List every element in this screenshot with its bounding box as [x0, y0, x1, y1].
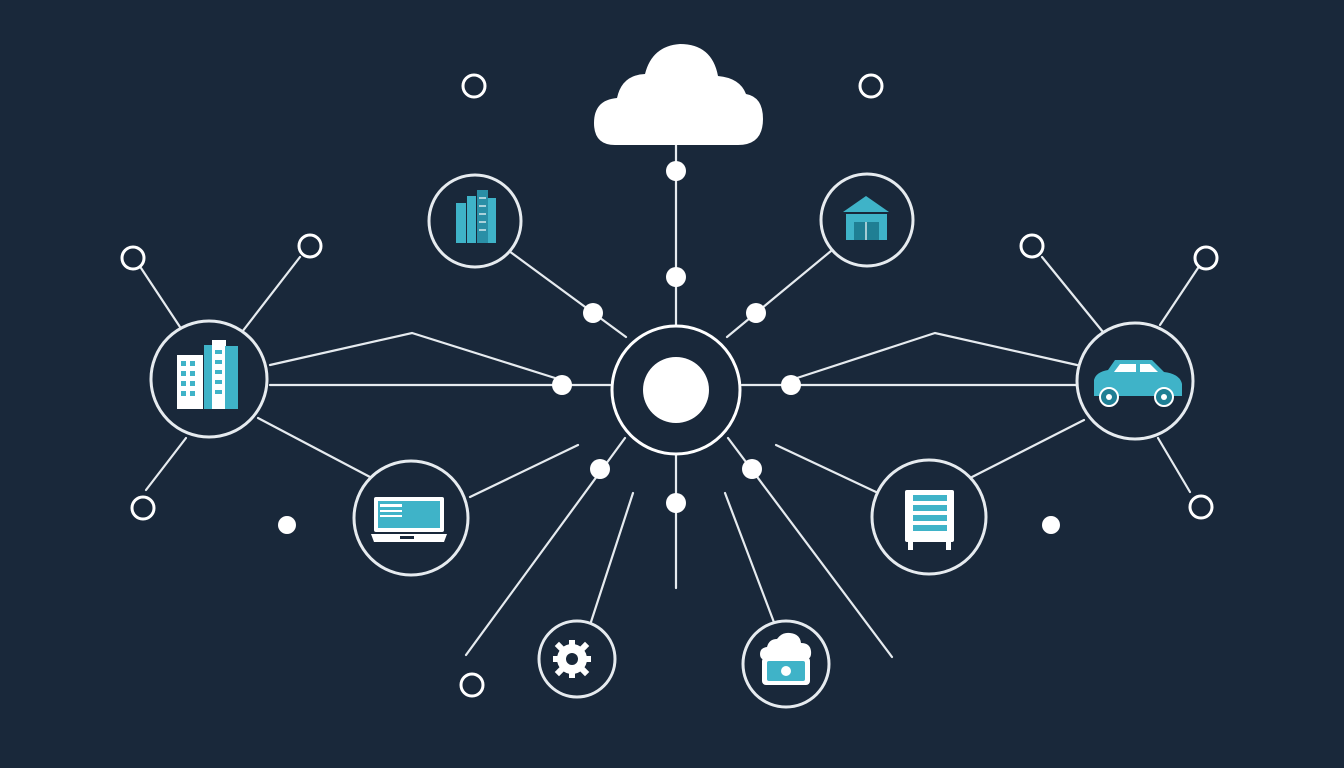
node-warehouse: [819, 172, 915, 268]
junction-dot: [666, 161, 686, 181]
ring-node: [459, 672, 485, 698]
connector-line: [774, 443, 878, 494]
connector-line: [468, 443, 580, 499]
ring-node: [130, 495, 156, 521]
connector-line: [1040, 255, 1105, 334]
connector-line: [144, 436, 188, 492]
node-car: [1075, 321, 1195, 441]
cloud-icon: [594, 44, 763, 145]
junction-dot: [278, 516, 296, 534]
node-city-buildings: [149, 319, 269, 439]
junction-dot: [583, 303, 603, 323]
connector-line: [256, 416, 372, 479]
connector-line: [725, 249, 833, 339]
connector-line: [1158, 266, 1200, 327]
junction-dot: [666, 493, 686, 513]
junction-dot: [746, 303, 766, 323]
connector-lines: [139, 143, 1200, 659]
connector-line: [588, 491, 635, 627]
junction-dot: [666, 267, 686, 287]
cloud-device-icon: [760, 632, 812, 685]
junction-dot: [552, 375, 572, 395]
node-laptop: [352, 459, 470, 577]
server-rack-icon: [905, 490, 954, 550]
connector-line: [240, 255, 302, 334]
ring-node: [120, 245, 146, 271]
laptop-icon: [371, 497, 447, 542]
hub-circle-icon: [610, 324, 742, 456]
ring-nodes: [120, 73, 1219, 698]
ring-node: [858, 73, 884, 99]
ring-node: [1193, 245, 1219, 271]
ring-node: [1019, 233, 1045, 259]
node-settings: [537, 619, 617, 699]
connector-line: [1156, 436, 1192, 494]
connector-line: [795, 331, 1079, 380]
node-cloud-device: [741, 619, 831, 709]
node-office-buildings: [427, 173, 523, 269]
connector-line: [268, 331, 557, 380]
junction-dot: [590, 459, 610, 479]
warehouse-icon: [843, 196, 889, 240]
connector-line: [723, 491, 777, 627]
junction-dot: [781, 375, 801, 395]
connector-line: [507, 249, 628, 339]
junction-dots: [278, 161, 1060, 534]
connector-line: [139, 266, 184, 332]
connector-line: [970, 418, 1086, 479]
office-buildings-icon: [456, 190, 496, 243]
ring-node: [297, 233, 323, 259]
node-server-rack: [870, 458, 988, 576]
car-icon: [1094, 360, 1182, 407]
ring-node: [1188, 494, 1214, 520]
junction-dot: [742, 459, 762, 479]
ring-node: [461, 73, 487, 99]
city-buildings-icon: [177, 340, 238, 409]
junction-dot: [1042, 516, 1060, 534]
gear-icon: [553, 640, 591, 678]
